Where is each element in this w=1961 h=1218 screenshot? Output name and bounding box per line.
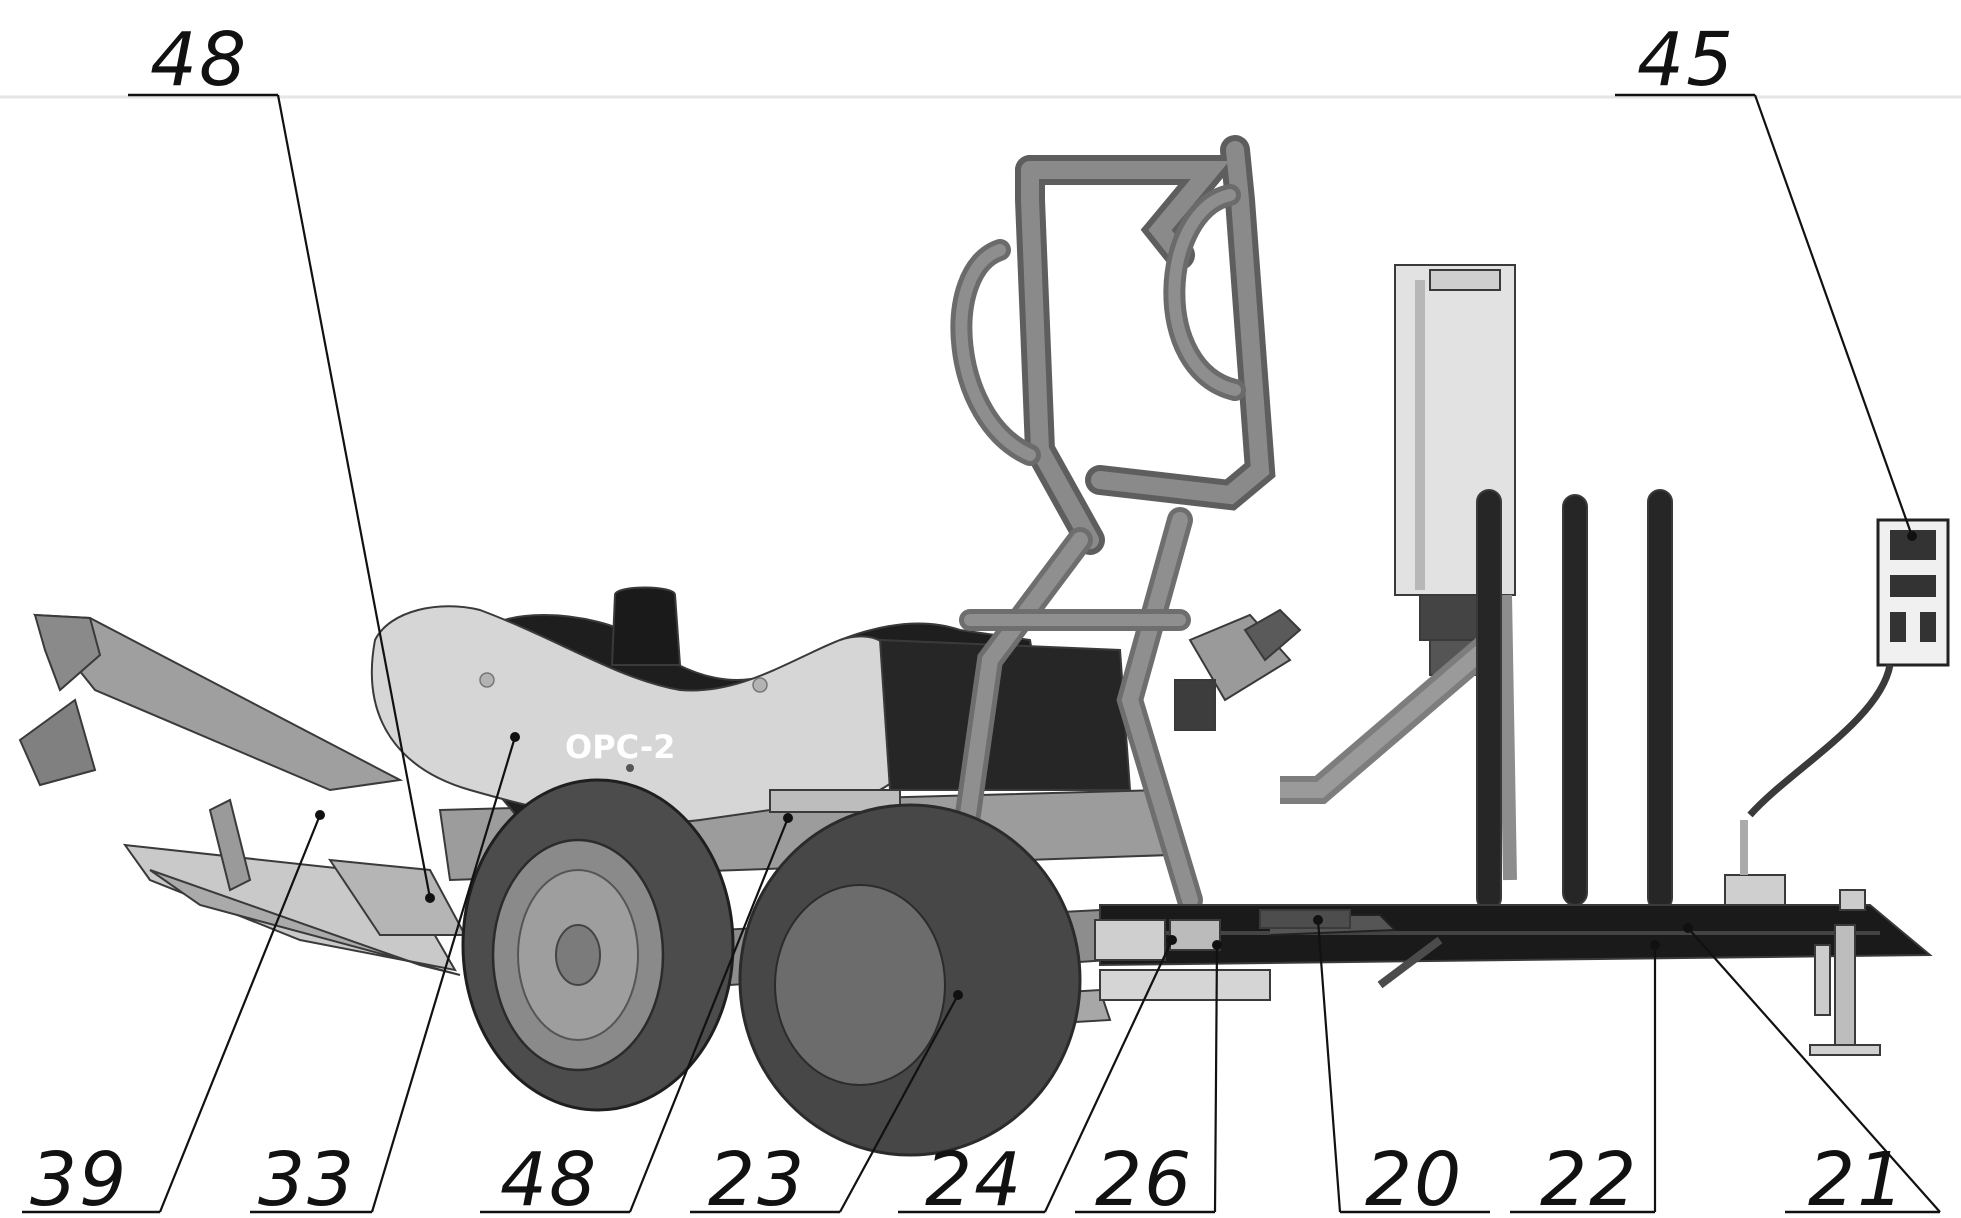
callout-22: 22 (1510, 940, 1660, 1218)
bolt-dot (752, 677, 768, 693)
leader-line (1753, 94, 1914, 537)
wheel-front (461, 778, 735, 1112)
bale-roll-top (610, 586, 682, 666)
leader-dot (315, 810, 325, 820)
leader-dot (783, 813, 793, 823)
remote-button (1920, 612, 1936, 642)
leader-dot (1313, 915, 1323, 925)
leader-dot (1212, 940, 1222, 950)
callout-number: 48 (150, 17, 248, 103)
callout-23: 23 (690, 990, 963, 1218)
callout-45-top: 45 (1615, 17, 1917, 541)
hoop-arms (947, 135, 1276, 913)
wrapper-machine-illustration: OPC-2 (18, 135, 1950, 1157)
leader-line (628, 817, 790, 1213)
cutter-unit (1174, 608, 1302, 731)
callout-number: 33 (258, 1137, 356, 1218)
remote-button-row (1890, 575, 1936, 597)
callout-20: 20 (1313, 915, 1490, 1218)
callout-number: 22 (1540, 1137, 1638, 1218)
callout-number: 39 (30, 1137, 128, 1218)
leader-dot (425, 893, 435, 903)
leader-line (158, 814, 322, 1213)
leader-line (1687, 927, 1941, 1213)
callout-39: 39 (22, 810, 325, 1218)
leader-dot (1650, 940, 1660, 950)
wheel-rear (738, 803, 1082, 1157)
leader-line (1316, 919, 1342, 1213)
callout-number: 20 (1365, 1137, 1463, 1218)
rear-ramp (18, 613, 467, 976)
callout-48-bottom: 48 (480, 813, 793, 1218)
bolt-dot (626, 764, 634, 772)
callout-21: 21 (1683, 923, 1941, 1218)
leader-dot (1683, 923, 1693, 933)
callout-number: 24 (925, 1137, 1023, 1218)
leader-dot (1907, 531, 1917, 541)
machine-label: OPC-2 (565, 728, 675, 766)
leader-dot (953, 990, 963, 1000)
jack-stand (1809, 924, 1881, 1056)
leader-line (1213, 944, 1219, 1213)
remote-cable (1747, 664, 1894, 818)
roll-drum (878, 638, 1132, 791)
callout-number: 26 (1095, 1137, 1193, 1218)
leader-line (370, 736, 517, 1213)
roller-cover: OPC-2 (370, 586, 1132, 832)
callout-48-top: 48 (128, 17, 435, 903)
leader-dot (510, 732, 520, 742)
callout-33: 33 (250, 732, 520, 1218)
callout-number: 23 (708, 1137, 806, 1218)
callout-number: 21 (1808, 1137, 1906, 1218)
control-column (1280, 264, 1517, 881)
remote-controller (1747, 518, 1950, 818)
leader-dot (1167, 935, 1177, 945)
callout-number: 45 (1637, 17, 1735, 103)
callout-26: 26 (1075, 940, 1222, 1218)
leader-line (839, 994, 959, 1213)
leader-line (276, 94, 432, 899)
bolt-dot (479, 672, 495, 688)
remote-button (1890, 612, 1906, 642)
callout-number: 48 (500, 1137, 598, 1218)
leader-line (1044, 939, 1173, 1213)
side-plate (769, 789, 901, 813)
callout-24: 24 (898, 935, 1177, 1218)
